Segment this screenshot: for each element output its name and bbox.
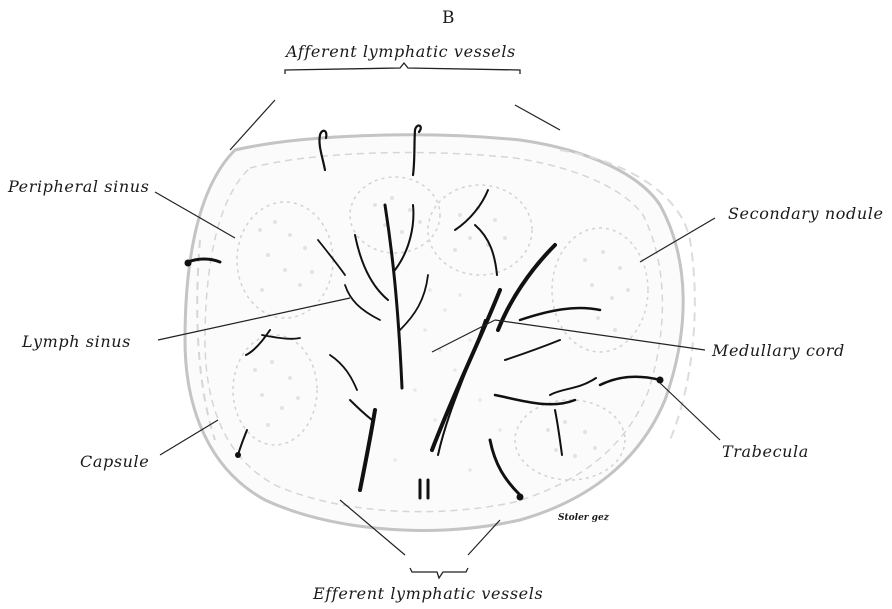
efferent-lymphatic-vessels-label: Efferent lymphatic vessels <box>313 584 543 603</box>
afferent-lymphatic-vessels-label: Afferent lymphatic vessels <box>286 42 516 61</box>
peripheral-sinus-label: Peripheral sinus <box>8 177 149 196</box>
trabecula-label: Trabecula <box>722 442 809 461</box>
panel-letter: B <box>442 8 455 28</box>
capsule-outline <box>185 135 683 531</box>
afferent-bracket <box>285 63 520 74</box>
capsule-label: Capsule <box>80 452 149 471</box>
secondary-nodule-label: Secondary nodule <box>728 204 884 223</box>
efferent-bracket <box>410 568 468 578</box>
lymph-sinus-label: Lymph sinus <box>22 332 131 351</box>
artist-signature: Stoler gez <box>558 513 609 523</box>
medullary-cord-label: Medullary cord <box>712 341 845 360</box>
